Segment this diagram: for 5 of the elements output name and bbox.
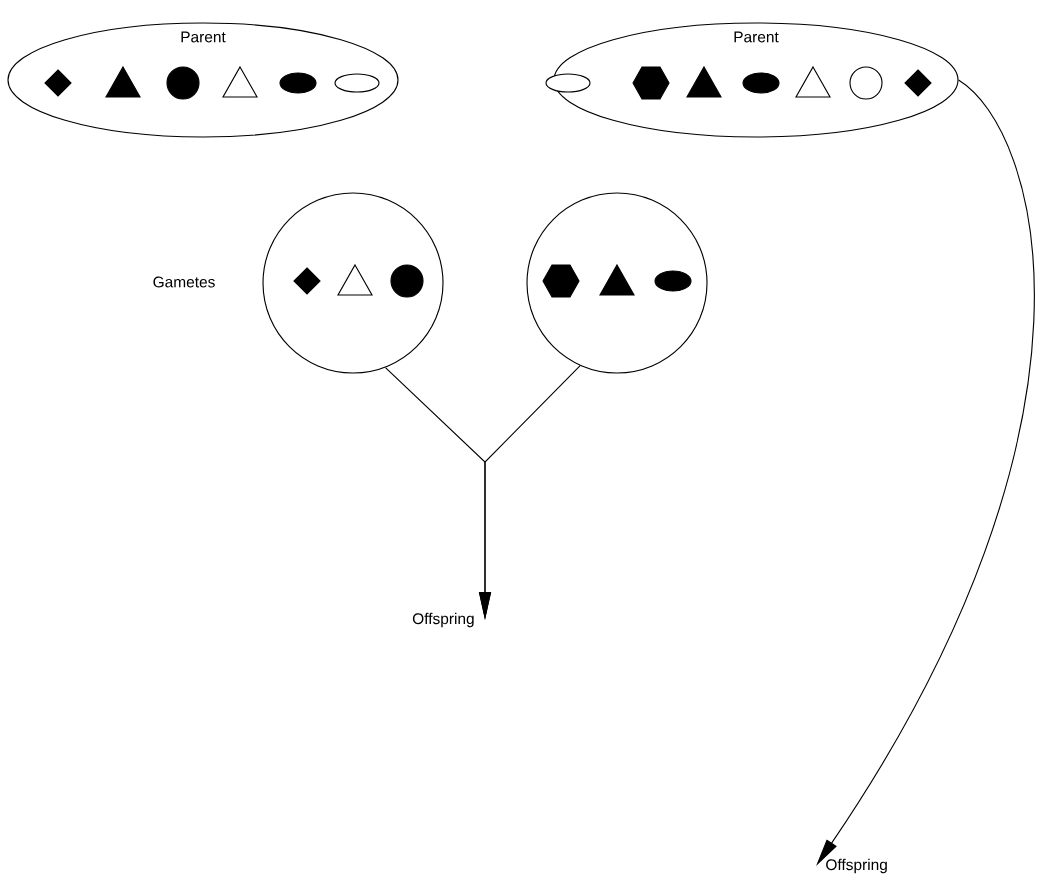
gametes-label: Gametes [153, 276, 215, 288]
gamete-circle [526, 192, 708, 374]
offspring-label: Offspring [412, 612, 474, 628]
offspring-label: Offspring [826, 858, 887, 874]
gamete-circle [262, 192, 444, 374]
